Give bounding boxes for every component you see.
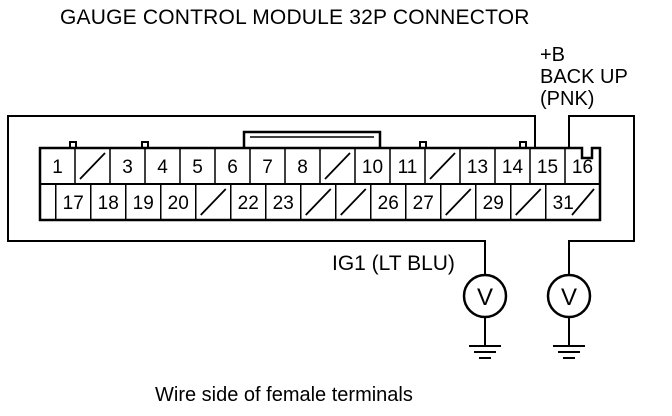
top-row-empty-cavity (324, 152, 351, 180)
bottom-row-empty-cavity (340, 188, 367, 216)
pin-3: 3 (122, 157, 133, 178)
bottom-row-empty-cavity (200, 188, 227, 216)
connector-key-3 (419, 141, 427, 148)
connector-key-4 (519, 141, 527, 148)
pin-22: 22 (238, 193, 259, 214)
pin-1: 1 (52, 157, 63, 178)
pin-31: 31 (553, 193, 574, 214)
pin-14: 14 (502, 157, 524, 178)
top-row-empty-cavity (79, 152, 106, 180)
backup-label: BACK UP (540, 66, 628, 88)
connector-key-2 (141, 141, 149, 148)
pin-27: 27 (413, 193, 434, 214)
pin-18: 18 (98, 193, 119, 214)
connector-key-1 (69, 141, 77, 148)
pin-10: 10 (362, 157, 383, 178)
caption: Wire side of female terminals (155, 384, 413, 406)
pin-29: 29 (483, 193, 504, 214)
backup-wire (568, 115, 635, 275)
ig1-voltmeter: V (462, 273, 508, 359)
pin-8: 8 (297, 157, 308, 178)
ig1-label: IG1 (LT BLU) (332, 252, 455, 275)
pin-7: 7 (262, 157, 273, 178)
backup-wire-color-label: (PNK) (540, 88, 595, 110)
pin-16: 16 (572, 157, 593, 178)
pin-19: 19 (133, 193, 154, 214)
ig1-wire (7, 115, 536, 275)
bottom-row-empty-cavity (305, 188, 332, 216)
pin-20: 20 (168, 193, 189, 214)
pin-23: 23 (273, 193, 294, 214)
backup-plus-b-label: +B (540, 44, 566, 66)
pin-17: 17 (63, 193, 84, 214)
wires (7, 115, 635, 275)
ground-icon (553, 345, 585, 359)
pin-4: 4 (157, 157, 168, 178)
diagram-title: GAUGE CONTROL MODULE 32P CONNECTOR (60, 6, 530, 29)
pin-11: 11 (398, 157, 418, 178)
bottom-row-empty-cavity (571, 188, 595, 216)
backup-voltmeter-symbol: V (561, 284, 577, 311)
backup-voltmeter: V (546, 273, 592, 359)
ground-icon (469, 345, 501, 359)
ig1-voltmeter-symbol: V (477, 284, 493, 311)
pin-13: 13 (467, 157, 488, 178)
top-row-empty-cavity (429, 152, 456, 180)
bottom-row-empty-cavity (515, 188, 542, 216)
connector-lock-tab (242, 130, 382, 148)
bottom-row-empty-cavity (445, 188, 472, 216)
pin-6: 6 (227, 157, 238, 178)
pin-15: 15 (537, 157, 558, 178)
pin-5: 5 (192, 157, 203, 178)
pin-26: 26 (378, 193, 399, 214)
